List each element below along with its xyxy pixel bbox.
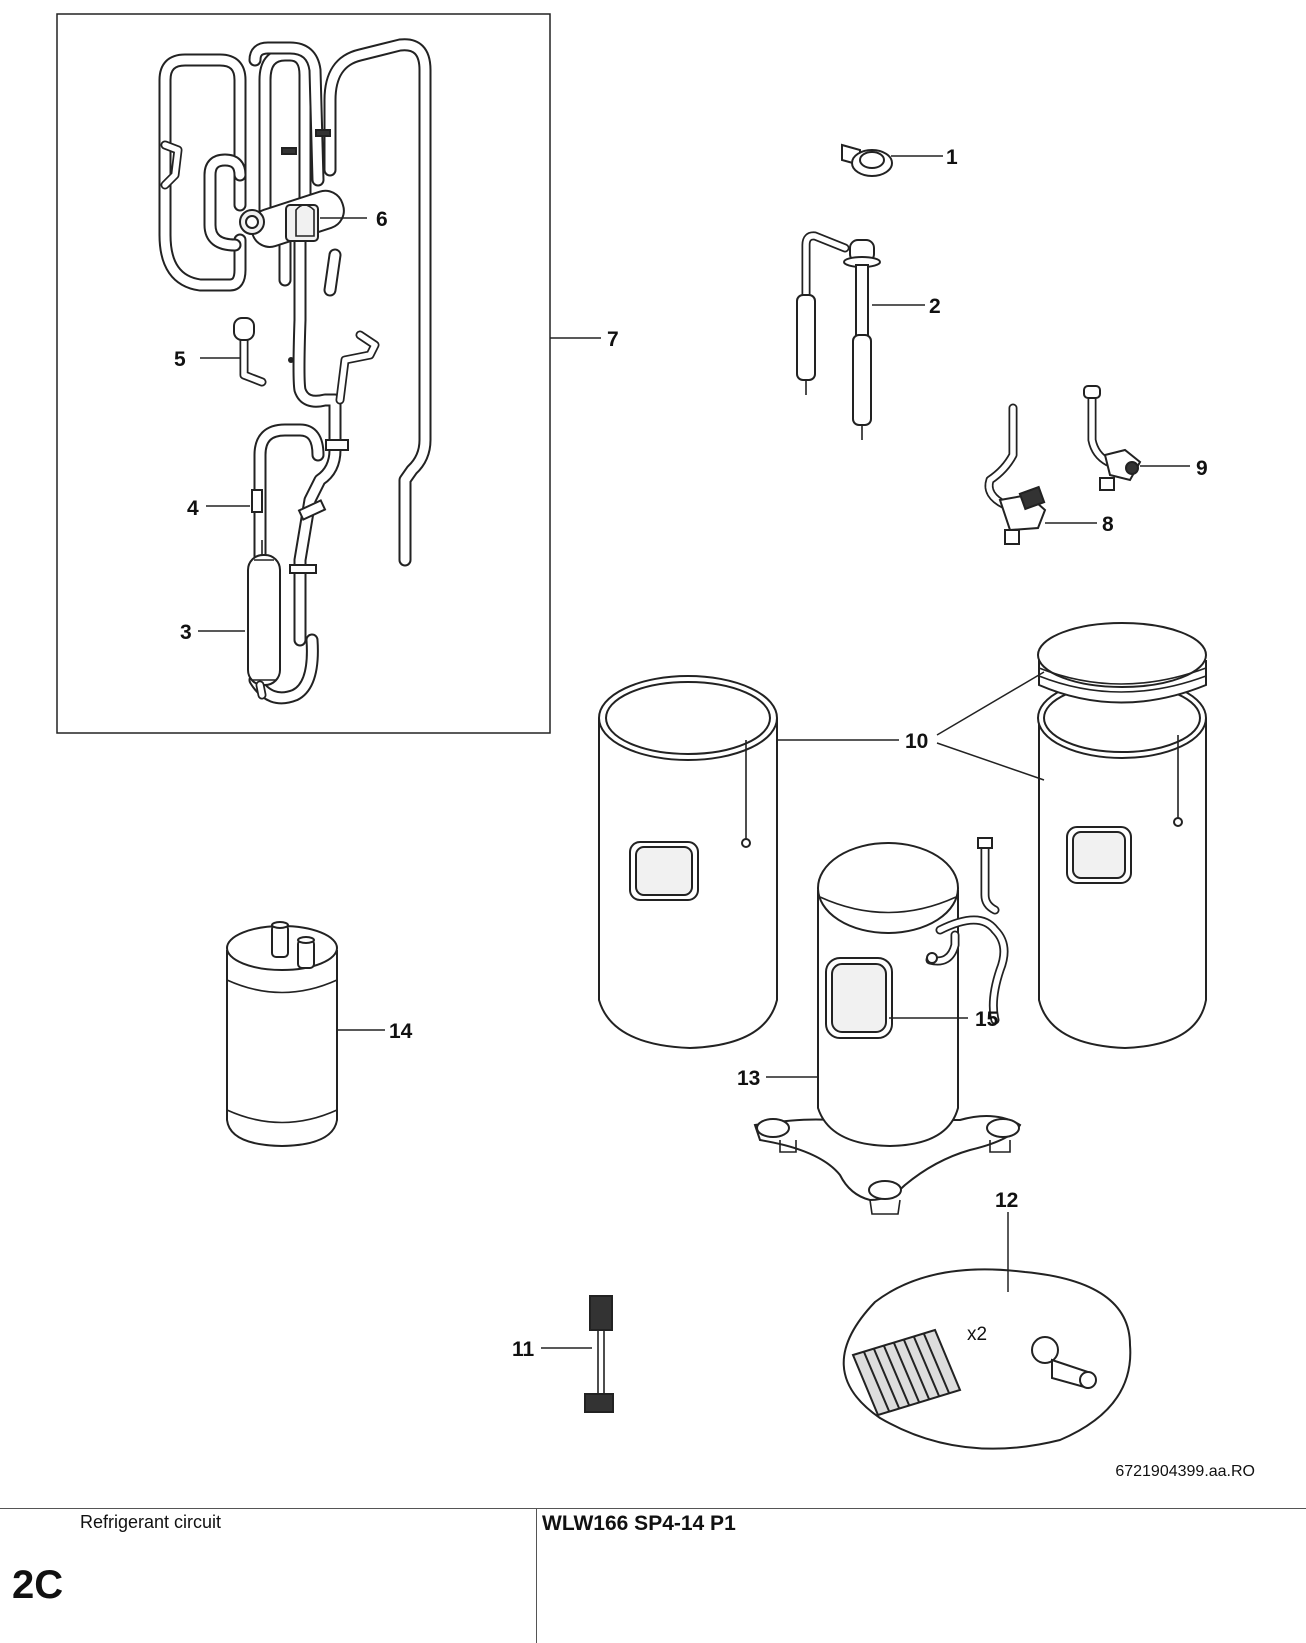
- cable-11: [584, 1295, 614, 1413]
- leader-lines: [198, 155, 1190, 1349]
- sensor-5: [233, 317, 267, 387]
- sound-jacket-left: [598, 675, 778, 1050]
- exploded-diagram: .ln { stroke:#222; stroke-width:1.6; fil…: [56, 13, 1208, 1450]
- fitting-4: [251, 489, 263, 513]
- assembly-7-frame: [56, 13, 551, 734]
- callout-6: 6: [376, 208, 388, 231]
- callout-9: 9: [1196, 457, 1208, 480]
- callout-12: 12: [995, 1189, 1018, 1212]
- model-designation: WLW166 SP4-14 P1: [542, 1512, 736, 1535]
- callout-4: 4: [187, 497, 199, 520]
- accumulator-3: [247, 540, 281, 700]
- callout-13: 13: [737, 1067, 760, 1090]
- callout-2: 2: [929, 295, 941, 318]
- title-block: Refrigerant circuit 2C WLW166 SP4-14 P1: [0, 1508, 1306, 1643]
- section-title: Refrigerant circuit: [80, 1512, 222, 1532]
- section-code: 2C: [12, 1563, 64, 1607]
- callout-8: 8: [1102, 513, 1114, 536]
- expansion-valve-2: [796, 231, 881, 440]
- title-block-top-rule: [0, 1508, 1306, 1509]
- kit-12: [842, 1268, 1132, 1450]
- sound-jacket-right: [1037, 622, 1207, 1050]
- callout-14: 14: [389, 1020, 413, 1043]
- callout-15: 15: [975, 1008, 999, 1031]
- callout-1: 1: [946, 146, 958, 169]
- callout-7: 7: [607, 328, 619, 351]
- callout-5: 5: [174, 348, 186, 371]
- service-valve-9: [1083, 385, 1142, 491]
- compressor-13: [753, 837, 1022, 1215]
- drawing-reference: 6721904399.aa.RO: [1115, 1463, 1255, 1480]
- receiver-14: [226, 921, 338, 1148]
- solenoid-coil-1: [841, 143, 893, 177]
- callout-10: 10: [905, 730, 928, 753]
- callout-11: 11: [512, 1338, 535, 1361]
- title-block-divider: [536, 1508, 537, 1643]
- four-way-valve-pipework: [158, 38, 432, 705]
- kit-quantity: x2: [967, 1324, 987, 1345]
- callout-3: 3: [180, 621, 192, 644]
- service-valve-8: [984, 403, 1047, 545]
